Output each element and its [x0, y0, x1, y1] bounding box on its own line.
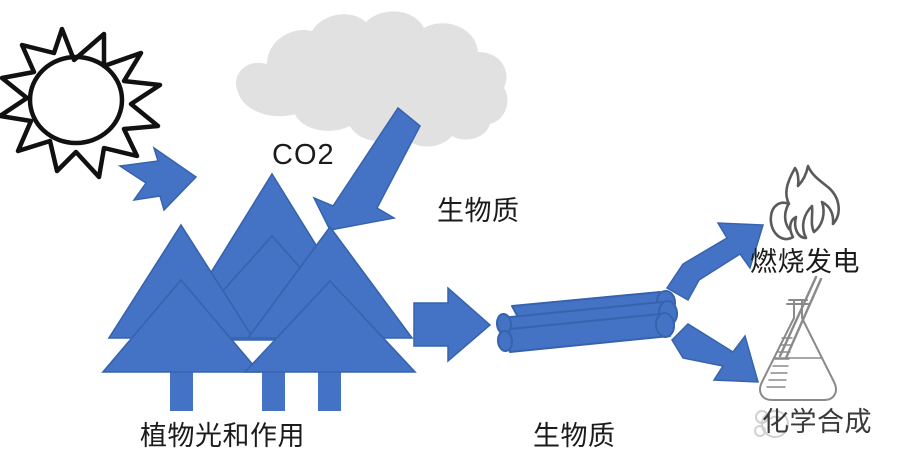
arrow-co2-to-trees: [312, 106, 421, 231]
flame-icon: [769, 164, 840, 241]
tree-icon-right: [243, 225, 417, 373]
tree-trunks: [170, 364, 341, 411]
flask-icon: [759, 275, 837, 401]
combustion-power-label: 燃烧发电: [750, 247, 860, 277]
tree-icon-left: [101, 223, 261, 373]
photosynthesis-label: 植物光和作用: [140, 421, 305, 451]
sun-icon: [0, 26, 163, 180]
arrow-trees-to-logs: [413, 286, 492, 363]
arrow-logs-to-combustion: [665, 222, 764, 302]
arrow-sunlight-to-trees: [117, 146, 198, 212]
cloud-icon: [236, 11, 508, 147]
chemical-synthesis-label: 化学合成: [762, 407, 872, 437]
biomass-upper-label: 生物质: [437, 196, 520, 226]
co2-label: CO2: [272, 139, 335, 171]
arrow-logs-to-chemistry: [671, 323, 760, 383]
watermark-icon: [754, 410, 789, 438]
biomass-lower-label: 生物质: [533, 421, 616, 451]
logs-icon: [495, 290, 679, 353]
